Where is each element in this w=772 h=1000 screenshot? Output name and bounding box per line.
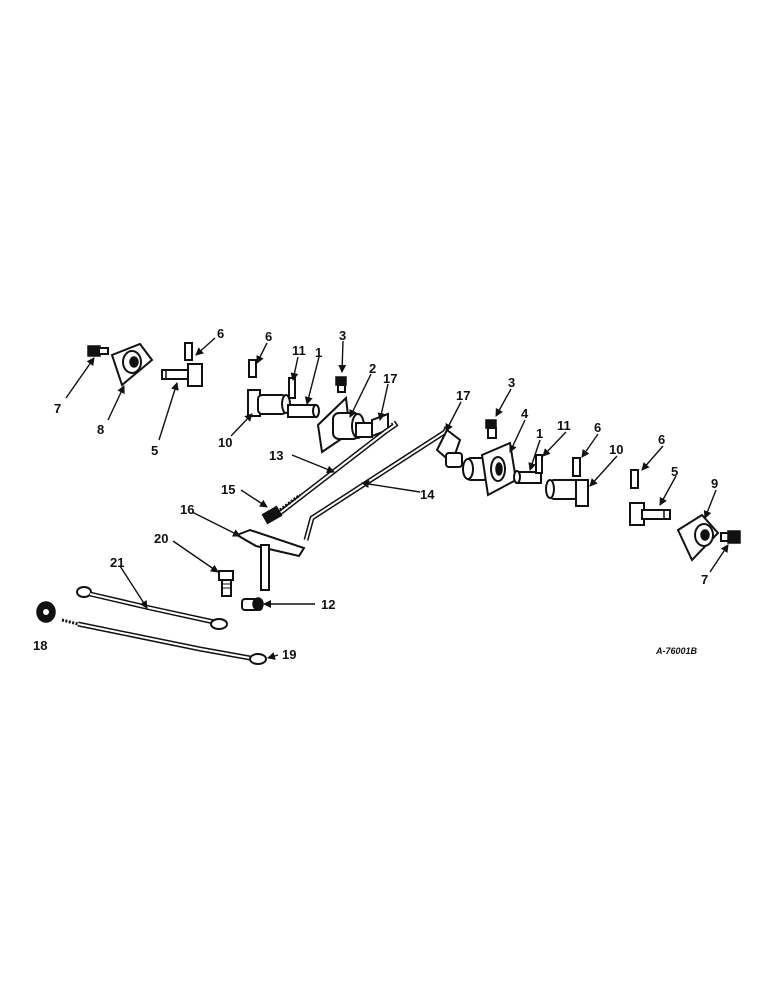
part-7-left — [87, 345, 109, 357]
callout-5-right: 5 — [671, 464, 678, 479]
part-10-left-crank — [247, 389, 291, 417]
callout-6-right: 6 — [594, 420, 601, 435]
callout-17-right: 17 — [456, 388, 470, 403]
leader-lines — [65, 337, 729, 660]
part-1-right-bushing — [513, 470, 542, 484]
callout-2: 2 — [369, 361, 376, 376]
part-7-right-bolt — [720, 530, 741, 544]
callout-17-left: 17 — [383, 371, 397, 386]
callout-3-right: 3 — [508, 375, 515, 390]
part-8-flange — [110, 342, 154, 387]
part-4-housing — [462, 441, 518, 497]
callout-4: 4 — [521, 406, 529, 421]
part-9-flange — [676, 513, 720, 562]
part-15-clevis — [261, 493, 301, 525]
callout-13: 13 — [269, 448, 283, 463]
callout-21: 21 — [110, 555, 124, 570]
callout-19: 19 — [282, 647, 296, 662]
part-17-right-bracket — [435, 428, 463, 468]
callout-16: 16 — [180, 502, 194, 517]
callout-7-left: 7 — [54, 401, 61, 416]
part-6-left-pin — [184, 342, 193, 361]
part-3-left-fitting — [335, 376, 347, 393]
callout-1-left: 1 — [315, 345, 322, 360]
part-3-right-fitting — [485, 419, 497, 439]
callout-18: 18 — [33, 638, 47, 653]
callout-10-left: 10 — [218, 435, 232, 450]
callout-20: 20 — [154, 531, 168, 546]
callout-9: 9 — [711, 476, 718, 491]
part-20-bolt — [218, 570, 234, 597]
part-18-nut — [36, 601, 56, 623]
callout-1-right: 1 — [536, 426, 543, 441]
part-5-left-shaft — [161, 363, 203, 387]
part-6-far-right-pin — [630, 469, 639, 489]
callout-7-right: 7 — [701, 572, 708, 587]
reference-code: A-76001B — [655, 646, 698, 656]
part-19-rod — [61, 618, 267, 665]
part-5-right-shaft — [629, 502, 671, 526]
part-21-link — [76, 586, 228, 630]
part-6-right-pin — [572, 457, 581, 477]
callout-6-far-right: 6 — [658, 432, 665, 447]
callout-3-left: 3 — [339, 328, 346, 343]
callout-8: 8 — [97, 422, 104, 437]
callout-12: 12 — [321, 597, 335, 612]
callout-15: 15 — [221, 482, 235, 497]
callout-11-right: 11 — [557, 418, 571, 433]
callout-6-left: 6 — [217, 326, 224, 341]
callout-11-left: 11 — [292, 343, 306, 358]
callout-14: 14 — [420, 487, 435, 502]
part-6-pin-b — [248, 359, 257, 378]
part-1-left-bushing — [287, 404, 320, 418]
part-10-right-crank — [545, 479, 589, 507]
callout-6-b: 6 — [265, 329, 272, 344]
callout-10-right: 10 — [609, 442, 623, 457]
part-11-right-pin — [535, 454, 543, 474]
callout-5-left: 5 — [151, 443, 158, 458]
part-11-left-pin — [288, 377, 296, 399]
part-16-pedal — [234, 528, 306, 591]
part-12-clamp — [241, 597, 264, 611]
callout-labels: 7 8 5 6 6 10 11 1 3 2 17 13 14 15 16 20 … — [33, 326, 718, 662]
